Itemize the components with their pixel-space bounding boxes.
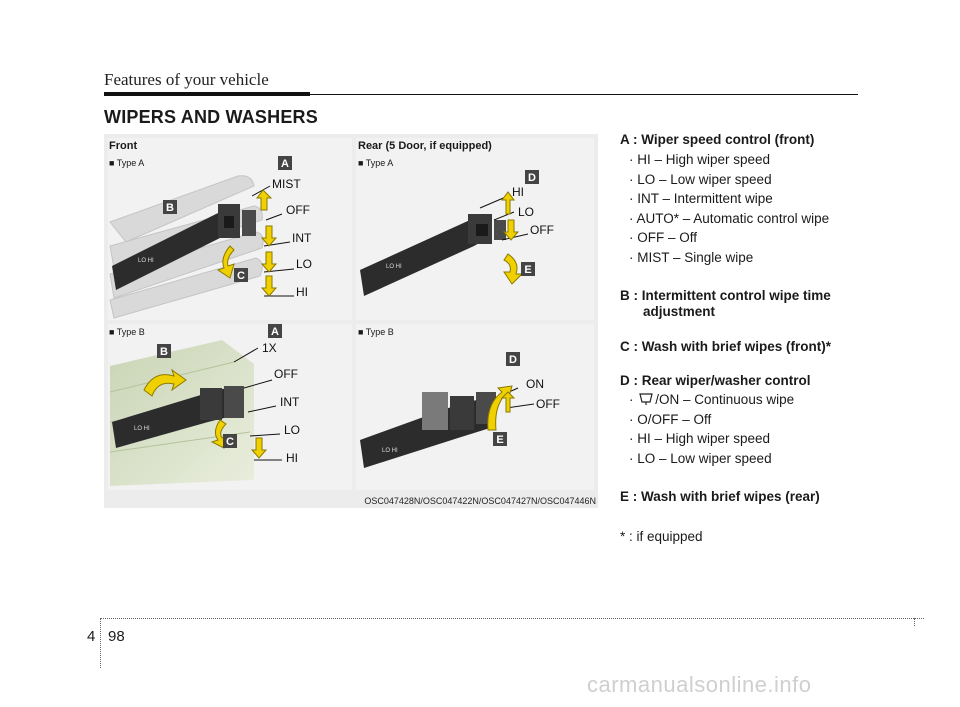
rear-type-b-stalk: LO HI	[360, 392, 496, 468]
svg-text:D: D	[509, 354, 517, 366]
badge-a-front-type-a: A	[278, 156, 292, 170]
badge-a-front-type-b: A	[268, 324, 282, 338]
svg-text:E: E	[496, 434, 503, 446]
svg-text:LO HI: LO HI	[386, 264, 402, 270]
legend-d-item-continuous-text: /ON – Continuous wipe	[655, 392, 795, 407]
svg-text:A: A	[281, 158, 289, 170]
label-rear-a-hi: HI	[512, 185, 524, 199]
legend-a-item: · AUTO* – Automatic control wipe	[629, 211, 830, 226]
header-section: Features of your vehicle	[104, 70, 269, 89]
label-rear-b-on: ON	[526, 377, 544, 391]
label-front-a-lo: LO	[296, 257, 312, 271]
page-chapter: 4	[87, 628, 96, 645]
svg-text:E: E	[524, 264, 531, 276]
badge-d-rear-type-b: D	[506, 352, 520, 366]
label-front-a-mist: MIST	[272, 177, 301, 191]
legend-d-item: · O/OFF – Off	[629, 412, 712, 427]
legend-d-item: · LO – Low wiper speed	[629, 451, 772, 466]
legend-c-heading: C : Wash with brief wipes (front)*	[620, 339, 831, 354]
legend-d-bullet: ·	[629, 392, 634, 407]
svg-text:C: C	[226, 436, 234, 448]
front-type-b-leader-lines	[233, 347, 282, 461]
svg-text:C: C	[237, 270, 245, 282]
legend-a-item: · MIST – Single wipe	[629, 250, 754, 265]
label-rear-a-off: OFF	[530, 223, 554, 237]
svg-text:D: D	[528, 172, 536, 184]
front-type-b-stalk: LO HI	[112, 386, 244, 448]
label-rear-a-lo: LO	[518, 205, 534, 219]
rear-type-b-arrows	[487, 385, 516, 431]
wiper-illustration: LO HI LO HI	[104, 134, 598, 508]
legend-a-item: · HI – High wiper speed	[629, 152, 771, 167]
label-front-b-int: INT	[280, 395, 300, 409]
front-type-a-label: ■ Type A	[109, 158, 145, 168]
footer-rule	[100, 618, 924, 619]
rear-type-a-stalk: LO HI	[360, 214, 506, 296]
legend-a-item: · INT – Intermittent wipe	[629, 191, 773, 206]
svg-text:B: B	[160, 346, 168, 358]
svg-text:A: A	[271, 326, 279, 338]
page-number: 98	[108, 628, 125, 645]
footnote: * : if equipped	[620, 529, 703, 544]
badge-e-rear-type-a: E	[521, 262, 535, 276]
front-type-b-label: ■ Type B	[109, 327, 145, 337]
rear-type-a-label: ■ Type A	[358, 158, 394, 168]
label-front-b-lo: LO	[284, 423, 300, 437]
label-front-a-int: INT	[292, 231, 312, 245]
label-front-a-off: OFF	[286, 203, 310, 217]
legend-d-item: · HI – High wiper speed	[629, 431, 771, 446]
footer-rule-vertical	[100, 618, 101, 668]
label-front-b-hi: HI	[286, 451, 298, 465]
badge-e-rear-type-b: E	[493, 432, 507, 446]
legend-d-item-continuous: · /ON – Continuous wipe	[629, 392, 794, 407]
legend-b-heading-cont: adjustment	[643, 304, 716, 319]
footer-rule-tick	[914, 618, 915, 626]
label-front-b-off: OFF	[274, 367, 298, 381]
legend-a-heading: A : Wiper speed control (front)	[620, 132, 815, 147]
rear-heading: Rear (5 Door, if equipped)	[358, 140, 492, 152]
figure-code: OSC047428N/OSC047422N/OSC047427N/OSC0474…	[364, 496, 596, 506]
svg-text:LO HI: LO HI	[382, 448, 398, 454]
badge-b-front-type-a: B	[163, 200, 177, 214]
legend-a-item: · OFF – Off	[629, 230, 698, 245]
svg-text:LO HI: LO HI	[138, 258, 154, 264]
header-rule-thin	[310, 94, 858, 95]
badge-c-front-type-b: C	[223, 434, 237, 448]
label-front-b-1x: 1X	[262, 341, 277, 355]
front-type-a-stalk: LO HI	[112, 204, 256, 290]
legend-e-heading: E : Wash with brief wipes (rear)	[620, 489, 820, 504]
page-title: WIPERS AND WASHERS	[104, 107, 318, 127]
legend-a-item: · LO – Low wiper speed	[629, 172, 772, 187]
header-rule-thick	[104, 92, 310, 96]
svg-text:B: B	[166, 202, 174, 214]
svg-text:LO HI: LO HI	[134, 426, 150, 432]
front-type-a-arrows	[216, 189, 278, 297]
badge-b-front-type-b: B	[157, 344, 171, 358]
wiper-stalk-drawing: LO HI LO HI	[109, 156, 560, 486]
badge-d-rear-type-a: D	[525, 170, 539, 184]
rear-type-a-arrows	[501, 191, 524, 285]
rear-type-b-label: ■ Type B	[358, 327, 394, 337]
watermark: carmanualsonline.info	[587, 672, 812, 697]
legend-d-heading: D : Rear wiper/washer control	[620, 373, 811, 388]
legend-b-heading: B : Intermittent control wipe time	[620, 288, 831, 303]
rear-wiper-icon	[639, 393, 654, 405]
label-rear-b-off: OFF	[536, 397, 560, 411]
label-front-a-hi: HI	[296, 285, 308, 299]
badge-c-front-type-a: C	[234, 268, 248, 282]
front-heading: Front	[109, 140, 138, 152]
